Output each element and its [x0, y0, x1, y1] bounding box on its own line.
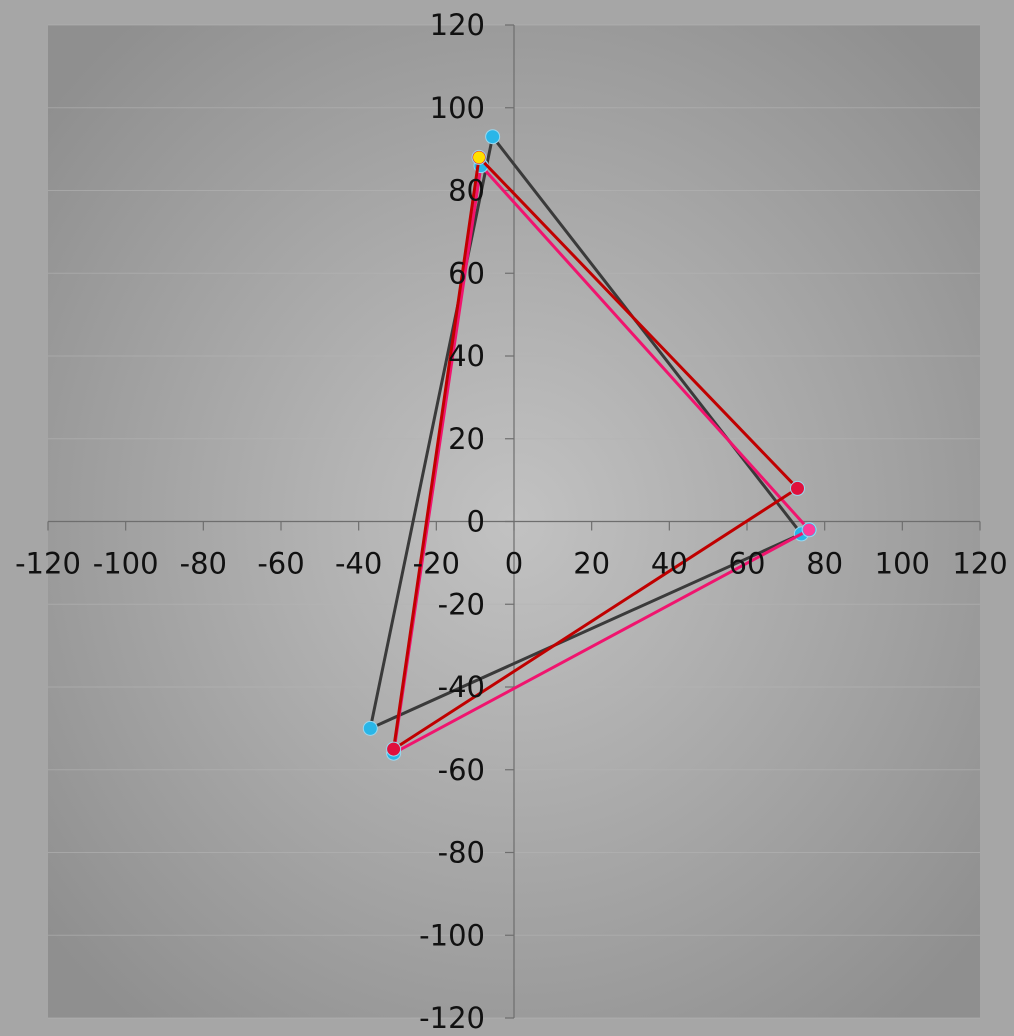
y-tick-label: -120	[419, 1001, 485, 1031]
y-tick-label: -100	[419, 918, 485, 952]
x-tick-label: 60	[729, 547, 766, 581]
highlight-point	[473, 151, 486, 164]
y-tick-label: 60	[448, 256, 485, 290]
series-group	[362, 129, 817, 761]
y-tick-label: 120	[430, 8, 485, 42]
y-tick-label: -60	[438, 753, 485, 787]
series-line-1	[368, 135, 804, 731]
y-tick-label: 0	[467, 505, 485, 539]
x-tick-label: -80	[180, 547, 227, 581]
x-tick-label: 120	[952, 547, 1007, 581]
series-point	[362, 720, 378, 736]
x-tick-label: 80	[806, 547, 843, 581]
x-tick-label: -120	[15, 547, 81, 581]
y-tick-label: 40	[448, 339, 485, 373]
y-tick-label: -20	[438, 587, 485, 621]
y-tick-label: 100	[430, 91, 485, 125]
x-tick-label: -20	[413, 547, 460, 581]
x-tick-label: 100	[875, 547, 930, 581]
y-tick-label: 20	[448, 422, 485, 456]
x-tick-label: 20	[573, 547, 610, 581]
highlight-point	[803, 523, 816, 536]
series-point	[386, 741, 402, 757]
x-tick-label: -40	[335, 547, 382, 581]
series-line-3	[391, 156, 800, 753]
x-tick-label: 40	[651, 547, 688, 581]
y-tick-label: -80	[438, 836, 485, 870]
y-tick-label: 80	[448, 174, 485, 208]
highlight-point	[791, 482, 804, 495]
series-point	[485, 129, 501, 145]
axes	[47, 24, 981, 1019]
x-tick-label: -100	[93, 547, 159, 581]
y-tick-label: -40	[438, 670, 485, 704]
x-tick-label: -60	[257, 547, 304, 581]
x-tick-label: 0	[505, 547, 523, 581]
series-line-2	[391, 164, 812, 756]
